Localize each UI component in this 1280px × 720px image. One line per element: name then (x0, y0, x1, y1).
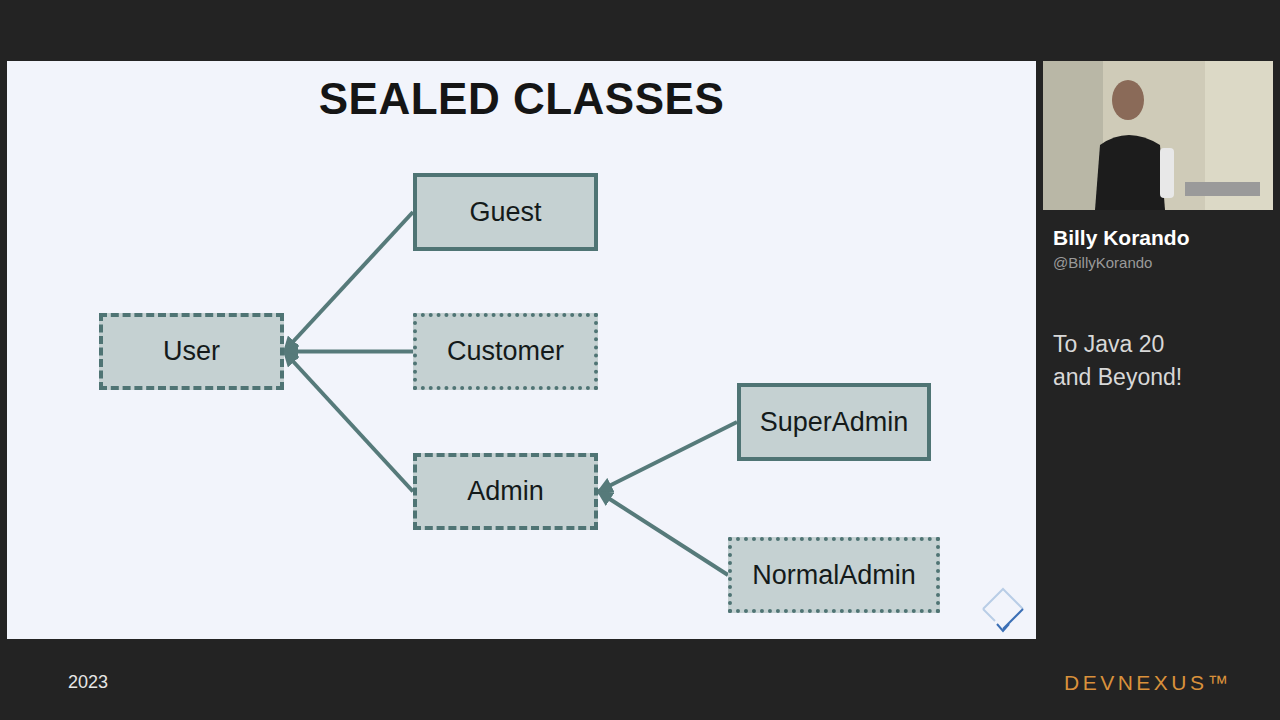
slide-title: SEALED CLASSES (7, 74, 1036, 124)
speaker-video (1043, 61, 1273, 210)
class-box: Admin (413, 453, 598, 530)
video-wall (1043, 61, 1103, 210)
conference-logo: DEVNEXUS™ (1064, 671, 1264, 695)
class-box: Guest (413, 173, 598, 251)
class-box: Customer (413, 313, 598, 390)
speaker-head (1112, 80, 1144, 120)
class-box: User (99, 313, 284, 390)
laptop (1185, 182, 1260, 196)
class-name: User (163, 336, 220, 367)
year-label: 2023 (68, 672, 168, 693)
class-box: NormalAdmin (728, 537, 940, 613)
class-name: Guest (469, 197, 541, 228)
speaker-name: Billy Korando (1053, 226, 1273, 250)
inheritance-arrow (284, 350, 413, 354)
class-name: SuperAdmin (760, 407, 909, 438)
inheritance-arrow (284, 352, 413, 492)
inheritance-arrow (284, 212, 413, 352)
talk-title: To Java 20 and Beyond! (1053, 328, 1193, 394)
speaker-handle: @BillyKorando (1053, 254, 1273, 271)
speaker-body (1095, 135, 1165, 210)
class-name: Customer (447, 336, 564, 367)
inheritance-arrow (598, 422, 737, 492)
class-box: SuperAdmin (737, 383, 931, 461)
slide-logo (983, 589, 1023, 631)
class-name: Admin (467, 476, 544, 507)
inheritance-arrow (598, 492, 728, 576)
class-name: NormalAdmin (752, 560, 916, 591)
bottle (1160, 148, 1174, 198)
